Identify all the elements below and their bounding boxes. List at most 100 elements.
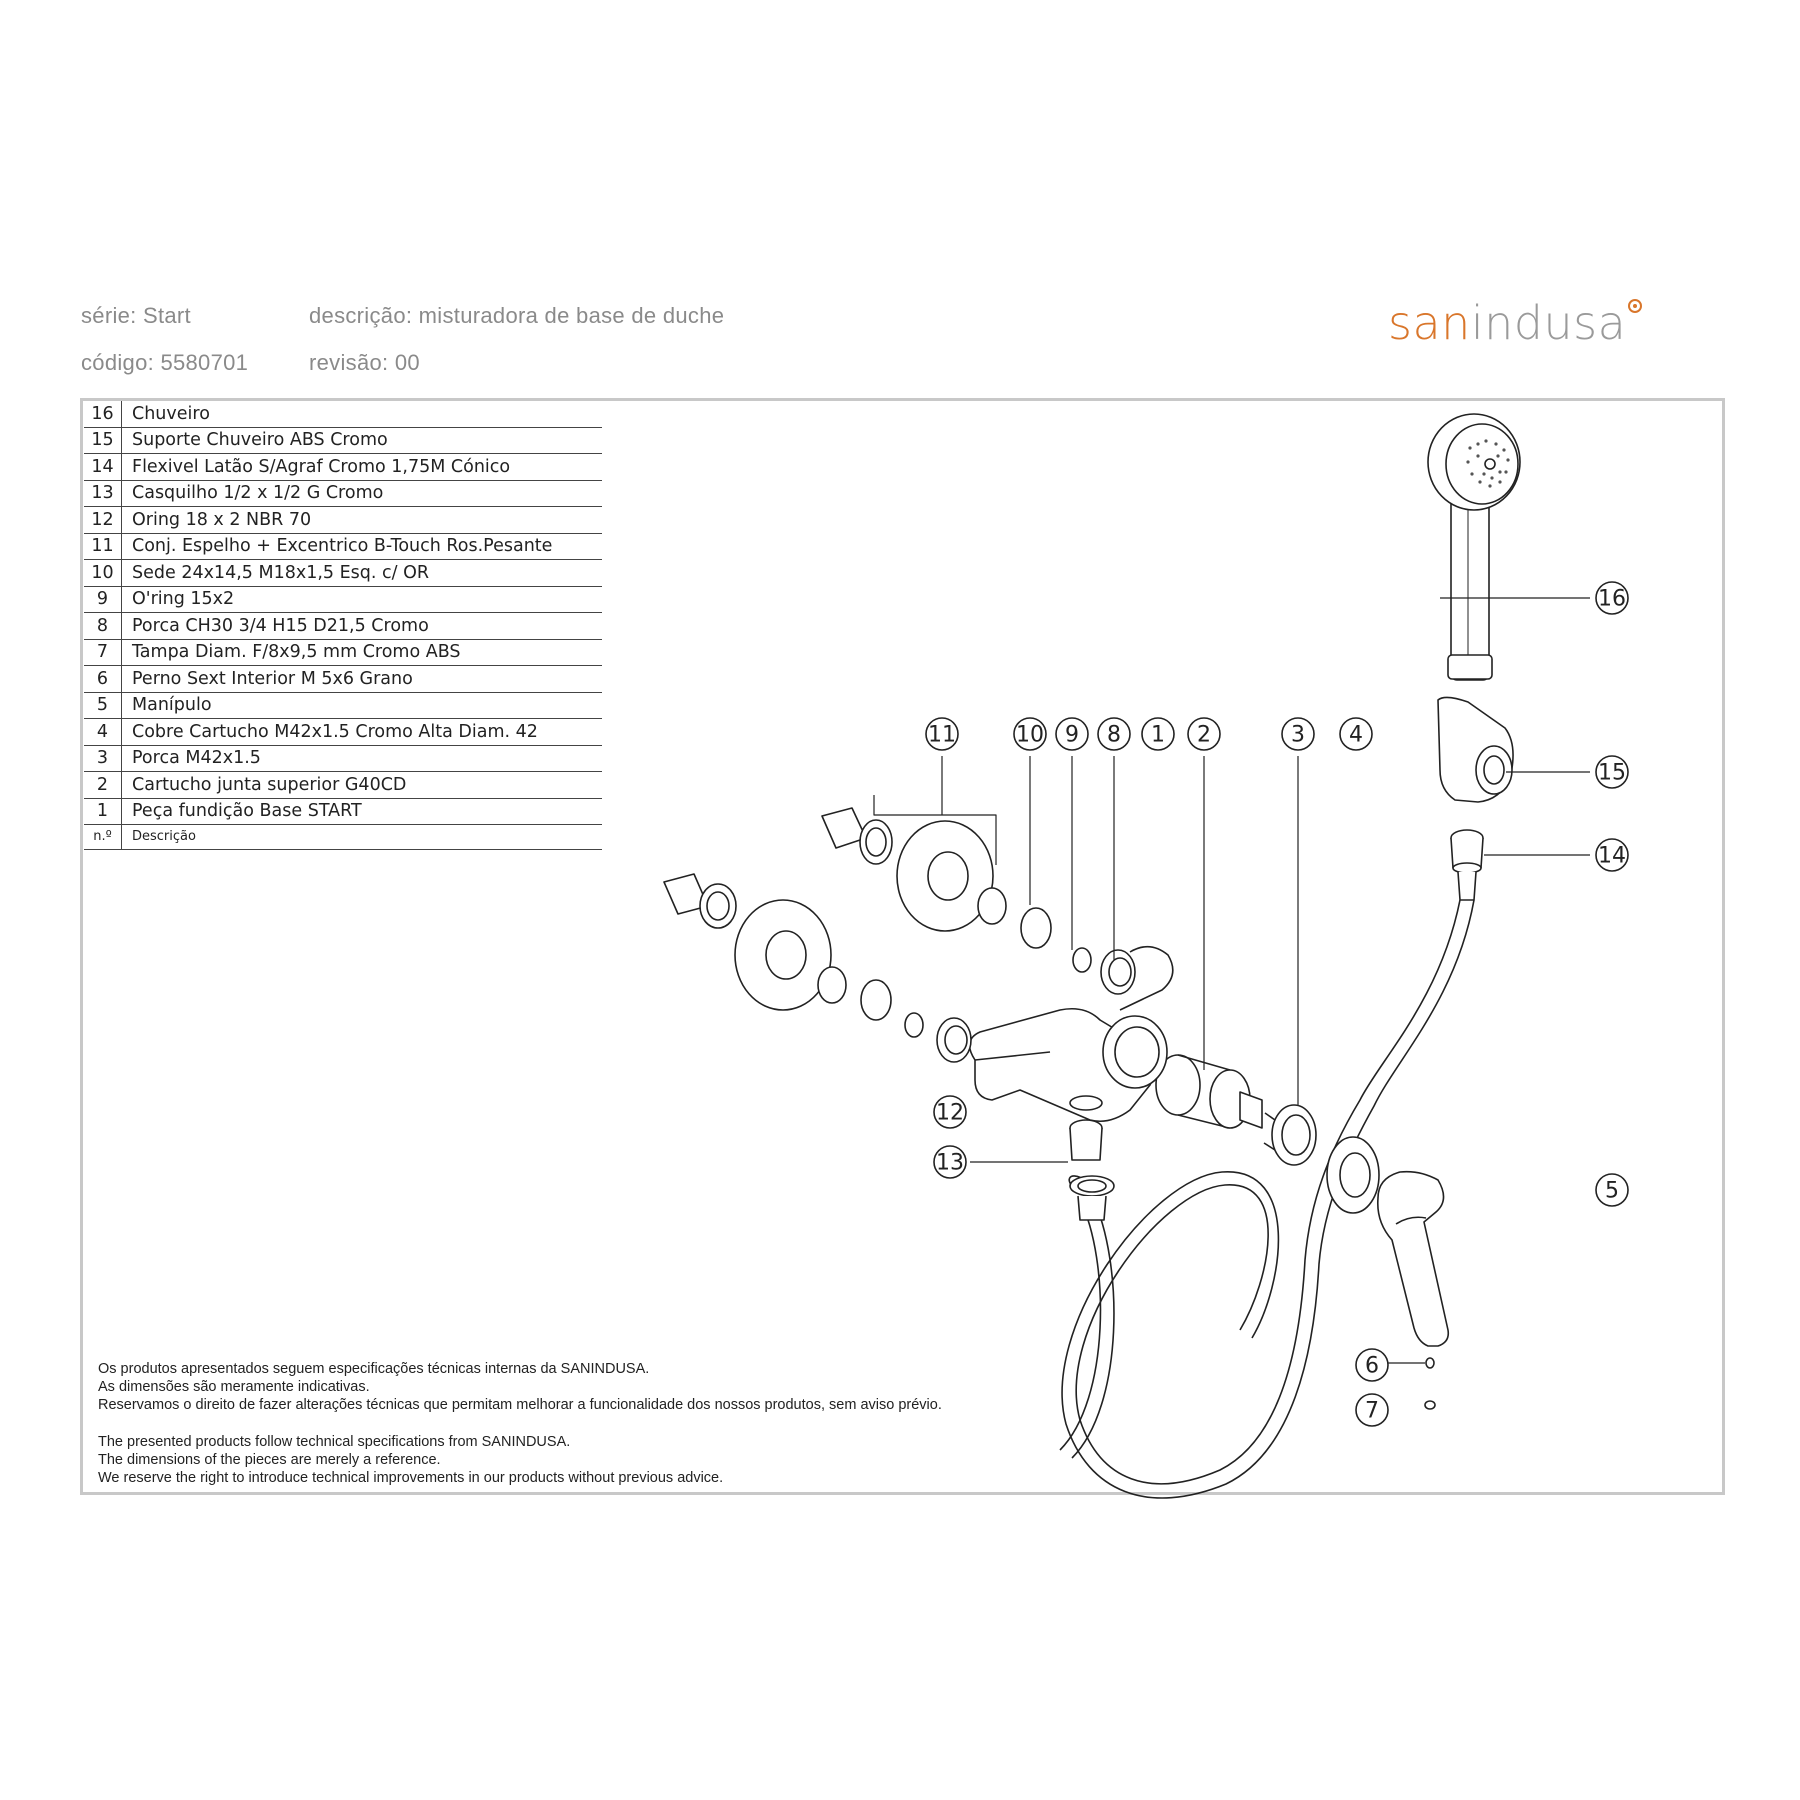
note-en-line: We reserve the right to introduce techni… — [98, 1470, 724, 1486]
escutcheon-upper-drawing — [896, 820, 994, 932]
callout-label: 8 — [1107, 723, 1121, 748]
part-description: Cobre Cartucho M42x1.5 Cromo Alta Diam. … — [121, 718, 602, 746]
shower-holder-drawing — [1437, 696, 1514, 803]
part-description: Chuveiro — [121, 401, 602, 428]
callout-11: 11 — [925, 717, 959, 751]
callout-4: 4 — [1339, 717, 1373, 751]
nut-m42-drawing — [1263, 1104, 1317, 1166]
callout-circle — [1141, 717, 1175, 751]
callout-circle — [1595, 1173, 1629, 1207]
callout-label: 12 — [936, 1101, 964, 1126]
callout-circle — [1013, 717, 1047, 751]
eccentric-upper-drawing — [821, 807, 893, 865]
part-number: 15 — [84, 427, 122, 454]
callout-6: 6 — [1355, 1348, 1389, 1382]
callout-label: 10 — [1016, 723, 1044, 748]
part-number: 9 — [84, 586, 122, 613]
escutcheon-lower-drawing — [734, 899, 832, 1011]
seat-upper-drawing — [977, 887, 1136, 995]
callout-circle — [1097, 717, 1131, 751]
callout-circle — [1055, 717, 1089, 751]
part-number: 13 — [84, 480, 122, 507]
callout-circle — [933, 1145, 967, 1179]
part-description: Suporte Chuveiro ABS Cromo — [121, 427, 602, 454]
part-description: Sede 24x14,5 M18x1,5 Esq. c/ OR — [121, 559, 602, 587]
bushing-drawing — [1069, 1119, 1115, 1221]
part-description: Tampa Diam. F/8x9,5 mm Cromo ABS — [121, 639, 602, 666]
note-en-line: The presented products follow technical … — [98, 1434, 571, 1450]
part-description: Flexivel Latão S/Agraf Cromo 1,75M Cónic… — [121, 453, 602, 481]
cartridge-drawing — [1155, 1054, 1263, 1129]
callout-circle — [1595, 755, 1629, 789]
callout-label: 9 — [1065, 723, 1079, 748]
callout-circle — [1595, 581, 1629, 615]
callout-label: 13 — [936, 1151, 964, 1176]
notes-pt: Os produtos apresentados seguem especifi… — [98, 1360, 942, 1414]
part-description: Casquilho 1/2 x 1/2 G Cromo — [121, 480, 602, 507]
note-en-line: The dimensions of the pieces are merely … — [98, 1452, 441, 1468]
drawing-frame — [80, 398, 1725, 1495]
shower-head-holes — [1466, 439, 1510, 488]
callout-label: 16 — [1598, 587, 1626, 612]
part-number: 6 — [84, 665, 122, 693]
part-description: Porca M42x1.5 — [121, 745, 602, 772]
leader-lines — [873, 597, 1590, 1364]
logo-mark-icon — [1628, 299, 1643, 313]
callout-circle — [1595, 838, 1629, 872]
note-pt-line: Reservamos o direito de fazer alterações… — [98, 1397, 942, 1413]
part-description: Conj. Espelho + Excentrico B-Touch Ros.P… — [121, 533, 602, 560]
logo-text-indusa: indusa — [1470, 296, 1627, 350]
part-number: 16 — [84, 401, 122, 428]
cap-drawing — [1424, 1400, 1436, 1410]
callout-circle — [1339, 717, 1373, 751]
part-number: 11 — [84, 533, 122, 560]
part-description: Peça fundição Base START — [121, 798, 602, 825]
hose-nut-drawing — [1450, 829, 1484, 901]
callout-label: 2 — [1197, 723, 1211, 748]
eccentric-lower-drawing — [663, 873, 737, 929]
descricao-label: descrição: misturadora de base de duche — [309, 303, 725, 328]
callout-label: 4 — [1349, 723, 1363, 748]
callout-8: 8 — [1097, 717, 1131, 751]
part-description: O'ring 15x2 — [121, 586, 602, 613]
callout-circle — [933, 1095, 967, 1129]
callout-label: 3 — [1291, 723, 1305, 748]
part-number: 8 — [84, 612, 122, 640]
callout-13: 13 — [933, 1145, 967, 1179]
part-number-header: n.º — [84, 824, 122, 850]
callout-15: 15 — [1595, 755, 1629, 789]
part-description-header: Descrição — [121, 824, 602, 850]
callout-9: 9 — [1055, 717, 1089, 751]
notes-en: The presented products follow technical … — [98, 1433, 723, 1487]
part-number: 12 — [84, 506, 122, 534]
part-number: 4 — [84, 718, 122, 746]
callout-circle — [1355, 1393, 1389, 1427]
part-number: 3 — [84, 745, 122, 772]
serie-label: série: Start — [81, 303, 191, 328]
note-pt-line: As dimensões são meramente indicativas. — [98, 1379, 370, 1395]
callout-circle — [1355, 1348, 1389, 1382]
callout-16: 16 — [1595, 581, 1629, 615]
part-number: 5 — [84, 692, 122, 719]
callout-label: 14 — [1598, 844, 1626, 869]
callout-label: 11 — [928, 723, 956, 748]
callout-12: 12 — [933, 1095, 967, 1129]
callout-label: 7 — [1365, 1399, 1379, 1424]
part-description: Manípulo — [121, 692, 602, 719]
callout-label: 15 — [1598, 761, 1626, 786]
